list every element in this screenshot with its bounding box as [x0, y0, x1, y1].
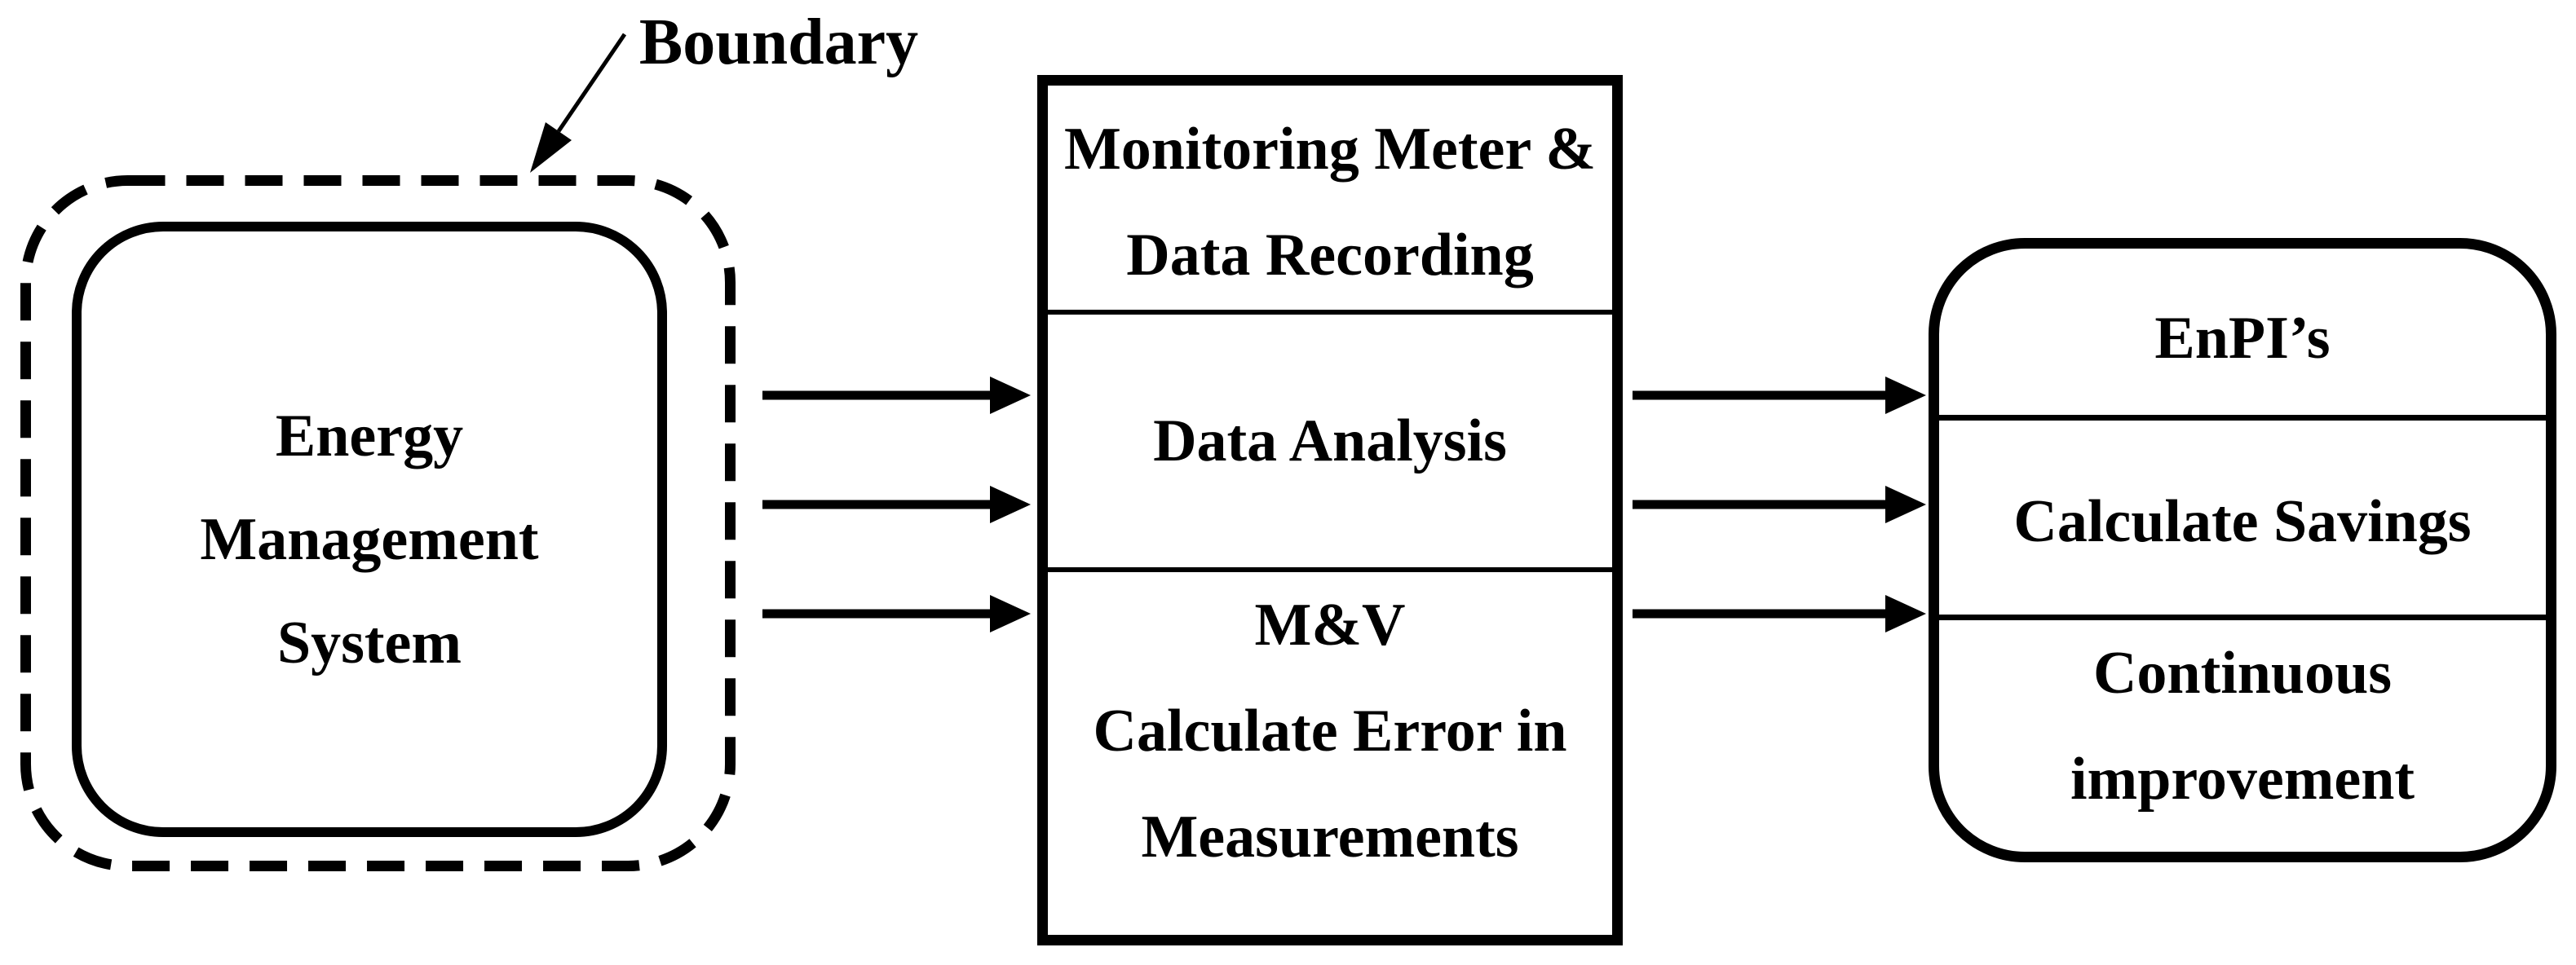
flow-arrow-left-3 [762, 595, 1031, 632]
results-box-improvement-line-1: Continuous [2092, 640, 2393, 707]
flow-arrow-left-1-head [990, 377, 1031, 414]
results-box: EnPI’s Calculate Savings Continuous impr… [1929, 238, 2556, 862]
flow-arrow-right-1 [1633, 377, 1926, 414]
monitoring-box-section-analysis: Data Analysis [1048, 310, 1612, 567]
flow-arrow-right-2 [1633, 486, 1926, 523]
monitoring-box-recording-line-2: Data Recording [1126, 221, 1534, 289]
monitoring-box-mv-line-1: M&V [1254, 592, 1406, 659]
flow-arrow-left-3-head [990, 595, 1031, 632]
flow-arrow-right-3-head [1885, 595, 1926, 632]
monitoring-box-section-recording: Monitoring Meter & Data Recording [1048, 86, 1612, 310]
monitoring-box: Monitoring Meter & Data Recording Data A… [1037, 75, 1623, 945]
ems-box-line-1: Energy [275, 403, 464, 469]
flow-arrow-left-1 [762, 377, 1031, 414]
results-box-section-savings: Calculate Savings [1939, 415, 2546, 615]
monitoring-box-analysis-line-1: Data Analysis [1153, 408, 1507, 475]
monitoring-box-section-mv: M&V Calculate Error in Measurements [1048, 567, 1612, 935]
results-box-enpi-line-1: EnPI’s [2154, 305, 2331, 372]
monitoring-box-mv-line-2: Calculate Error in [1093, 698, 1567, 765]
results-box-section-improvement: Continuous improvement [1939, 615, 2546, 852]
results-box-improvement-line-2: improvement [2070, 746, 2415, 813]
boundary-annotation-arrowhead [530, 122, 572, 173]
boundary-annotation-arrow [530, 33, 627, 173]
ems-box-line-3: System [276, 610, 462, 676]
results-box-section-enpi: EnPI’s [1939, 249, 2546, 415]
flow-arrow-left-2 [762, 486, 1031, 523]
boundary-label: Boundary [638, 7, 919, 78]
results-box-savings-line-1: Calculate Savings [2013, 488, 2472, 556]
flow-arrow-right-1-head [1885, 377, 1926, 414]
flow-arrow-left-2-head [990, 486, 1031, 523]
monitoring-box-mv-line-3: Measurements [1141, 804, 1519, 870]
ems-box: Energy Management System [72, 222, 667, 837]
flow-arrow-right-2-head [1885, 486, 1926, 523]
monitoring-box-recording-line-1: Monitoring Meter & [1063, 115, 1597, 183]
boundary-annotation-arrow-line [556, 33, 627, 133]
boundary-dashed-outline [20, 175, 736, 871]
ems-box-line-2: Management [200, 506, 539, 573]
flow-arrow-right-3 [1633, 595, 1926, 632]
